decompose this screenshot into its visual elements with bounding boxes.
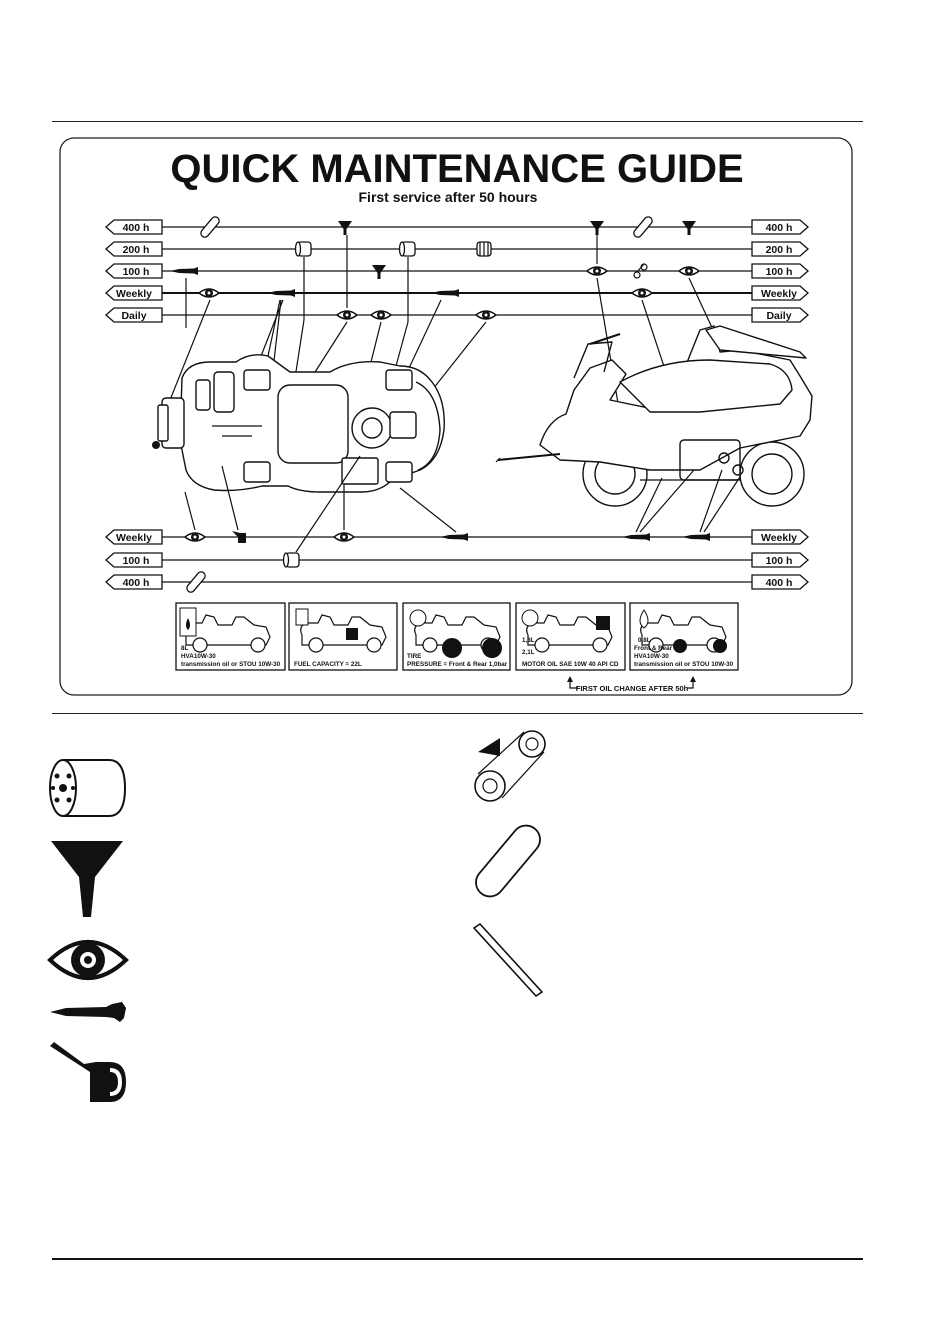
funnel-icon	[51, 841, 123, 917]
belt-icon	[474, 730, 546, 802]
svg-text:100 h: 100 h	[766, 555, 793, 567]
svg-text:transmission oil or STOU 10W-3: transmission oil or STOU 10W-30	[181, 661, 281, 668]
bottom-symbols	[184, 455, 739, 595]
svg-text:2,1L: 2,1L	[522, 649, 535, 656]
first-oil-change-note: FIRST OIL CHANGE AFTER 50h	[567, 676, 696, 693]
tag-200h-left: 200 h	[105, 241, 163, 257]
svg-text:FIRST OIL CHANGE AFTER 50h: FIRST OIL CHANGE AFTER 50h	[576, 684, 689, 693]
tag-100h-left: 100 h	[105, 263, 163, 279]
svg-text:Weekly: Weekly	[761, 532, 797, 544]
svg-text:HVA10W-30: HVA10W-30	[634, 653, 669, 660]
svg-text:Weekly: Weekly	[761, 288, 797, 300]
svg-text:Weekly: Weekly	[116, 288, 152, 300]
spark-plug-pad-icon	[475, 824, 541, 898]
svg-text:8L: 8L	[181, 645, 189, 652]
svg-text:Daily: Daily	[766, 310, 791, 322]
guide-title: QUICK MAINTENANCE GUIDE	[170, 147, 743, 191]
svg-text:TIRE: TIRE	[407, 653, 421, 660]
interval-lines-top	[162, 226, 752, 316]
tag-400h-left: 400 h	[105, 219, 163, 235]
tag-400h-bottom-left: 400 h	[105, 574, 163, 590]
tag-daily-left: Daily	[105, 307, 163, 323]
svg-text:400 h: 400 h	[123, 577, 150, 589]
panel-fuel: FUEL CAPACITY = 22L	[288, 602, 398, 671]
strip-icon	[472, 922, 544, 998]
eye-icon	[47, 940, 129, 980]
tag-400h-bottom-right: 400 h	[751, 574, 809, 590]
svg-text:0,8L: 0,8L	[638, 637, 651, 644]
svg-text:400 h: 400 h	[123, 222, 150, 234]
svg-text:Front & Rear: Front & Rear	[634, 645, 673, 652]
tag-200h-right: 200 h	[751, 241, 809, 257]
tractor-side-view	[495, 325, 813, 507]
svg-text:100 h: 100 h	[123, 555, 150, 567]
panel-axle-oil: 0,8L Front & Rear HVA10W-30 transmission…	[629, 602, 739, 671]
guide-subtitle: First service after 50 hours	[359, 189, 538, 205]
panel-tire: TIRE PRESSURE = Front & Rear 1,0bar	[402, 602, 511, 671]
svg-text:200 h: 200 h	[123, 244, 150, 256]
tag-100h-right: 100 h	[751, 263, 809, 279]
tag-400h-right: 400 h	[751, 219, 809, 235]
svg-text:100 h: 100 h	[123, 266, 150, 278]
grease-gun-icon	[50, 1002, 126, 1022]
oil-can-icon	[50, 1042, 126, 1102]
tag-daily-right: Daily	[751, 307, 809, 323]
svg-text:100 h: 100 h	[766, 266, 793, 278]
panel-transmission: 8L HVA10W-30 transmission oil or STOU 10…	[175, 602, 286, 671]
svg-text:1,8L: 1,8L	[522, 637, 535, 644]
tag-weekly-bottom-right: Weekly	[751, 529, 809, 545]
guide-frame	[59, 137, 853, 696]
svg-text:FUEL CAPACITY = 22L: FUEL CAPACITY = 22L	[294, 661, 362, 668]
top-symbols	[170, 214, 700, 320]
svg-text:200 h: 200 h	[766, 244, 793, 256]
middle-rule	[52, 713, 863, 714]
cylinder-filter-icon	[49, 759, 127, 817]
svg-text:PRESSURE = Front & Rear 1,0bar: PRESSURE = Front & Rear 1,0bar	[407, 661, 508, 668]
tractor-top-view	[152, 354, 445, 493]
svg-text:HVA10W-30: HVA10W-30	[181, 653, 216, 660]
tag-weekly-right: Weekly	[751, 285, 809, 301]
bottom-rule	[52, 1258, 863, 1260]
svg-text:MOTOR OIL SAE 10W 40 API CD: MOTOR OIL SAE 10W 40 API CD	[522, 661, 619, 668]
svg-text:Weekly: Weekly	[116, 532, 152, 544]
svg-text:transmission oil or STOU 10W-3: transmission oil or STOU 10W-30	[634, 661, 734, 668]
svg-text:400 h: 400 h	[766, 222, 793, 234]
tag-100h-bottom-right: 100 h	[751, 552, 809, 568]
tag-100h-bottom-left: 100 h	[105, 552, 163, 568]
svg-text:400 h: 400 h	[766, 577, 793, 589]
tag-weekly-left: Weekly	[105, 285, 163, 301]
panel-motor-oil: 1,8L 2,1L MOTOR OIL SAE 10W 40 API CD	[515, 602, 626, 671]
svg-text:Daily: Daily	[121, 310, 146, 322]
tag-weekly-bottom-left: Weekly	[105, 529, 163, 545]
top-rule	[52, 121, 863, 122]
